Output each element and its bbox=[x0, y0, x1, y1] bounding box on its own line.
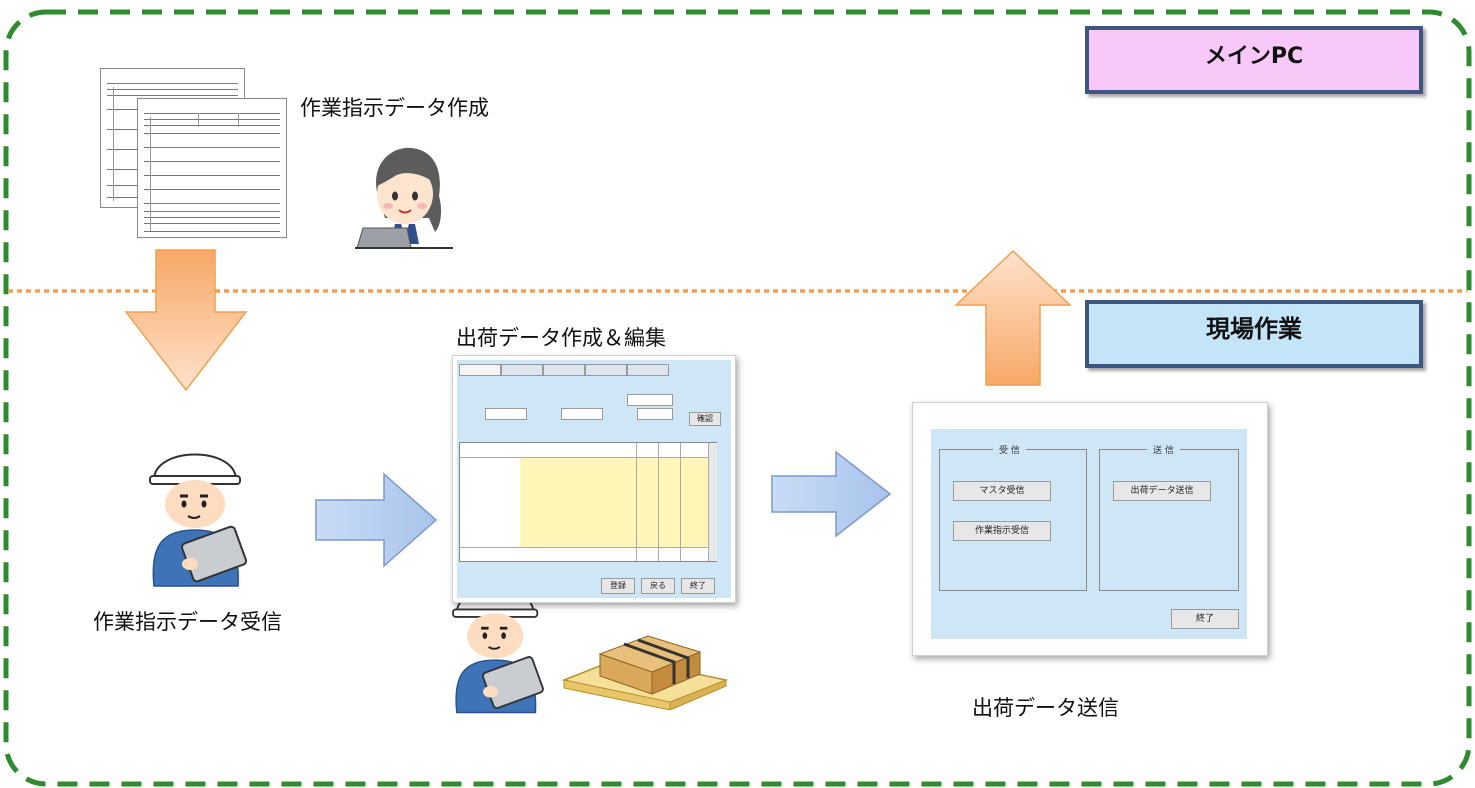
send-group bbox=[1099, 449, 1239, 591]
main-pc-badge: メインPC bbox=[1085, 26, 1423, 94]
back-button[interactable]: 戻る bbox=[641, 578, 675, 594]
destination-select[interactable] bbox=[561, 408, 603, 420]
data-grid[interactable] bbox=[459, 442, 717, 562]
tab-2[interactable] bbox=[501, 364, 543, 376]
pallet-boxes-icon bbox=[561, 635, 729, 710]
shipping-edit-screen: 確認 登録 戻る 終了 bbox=[452, 355, 736, 603]
receive-instruction-label: 作業指示データ受信 bbox=[93, 610, 282, 634]
send-screen-panel: 受 信 送 信 マスタ受信 作業指示受信 出荷データ送信 終了 bbox=[931, 429, 1247, 639]
arrow-down-icon bbox=[124, 249, 248, 392]
send-heading: 送 信 bbox=[1147, 443, 1180, 456]
send-shipping-label: 出荷データ送信 bbox=[972, 696, 1119, 720]
shipping-send-screen: 受 信 送 信 マスタ受信 作業指示受信 出荷データ送信 終了 bbox=[912, 402, 1268, 656]
arrow-right-icon bbox=[771, 450, 892, 538]
main-pc-label: メインPC bbox=[1204, 44, 1304, 69]
edit-screen-panel: 確認 登録 戻る 終了 bbox=[457, 360, 731, 598]
tab-3[interactable] bbox=[543, 364, 585, 376]
create-edit-shipping-label: 出荷データ作成＆編集 bbox=[456, 326, 666, 350]
outer-dashed-border bbox=[3, 9, 1472, 787]
office-worker-laptop-icon bbox=[355, 147, 453, 249]
code-select[interactable] bbox=[485, 408, 527, 420]
site-work-badge: 現場作業 bbox=[1085, 300, 1423, 368]
tab-input[interactable] bbox=[459, 364, 501, 376]
update-button[interactable]: 確認 bbox=[689, 412, 721, 426]
worker-tablet-icon bbox=[149, 453, 248, 587]
register-button[interactable]: 登録 bbox=[601, 578, 635, 594]
arrow-right-icon bbox=[315, 472, 438, 568]
exit-button[interactable]: 終了 bbox=[681, 578, 715, 594]
end-button[interactable]: 終了 bbox=[1171, 609, 1239, 629]
arrow-up-icon bbox=[954, 249, 1072, 386]
receive-group bbox=[939, 449, 1087, 591]
create-instruction-label: 作業指示データ作成 bbox=[300, 96, 489, 120]
shipping-send-button[interactable]: 出荷データ送信 bbox=[1113, 481, 1211, 501]
tab-5[interactable] bbox=[627, 364, 669, 376]
document-stack-icon bbox=[100, 68, 290, 240]
receive-heading: 受 信 bbox=[993, 443, 1026, 456]
site-work-label: 現場作業 bbox=[1206, 315, 1302, 343]
master-receive-button[interactable]: マスタ受信 bbox=[953, 481, 1051, 501]
date-field[interactable] bbox=[627, 394, 673, 406]
grid-scrollbar[interactable] bbox=[708, 443, 717, 561]
instruction-receive-button[interactable]: 作業指示受信 bbox=[953, 521, 1051, 541]
number-field[interactable] bbox=[637, 408, 673, 420]
tab-4[interactable] bbox=[585, 364, 627, 376]
